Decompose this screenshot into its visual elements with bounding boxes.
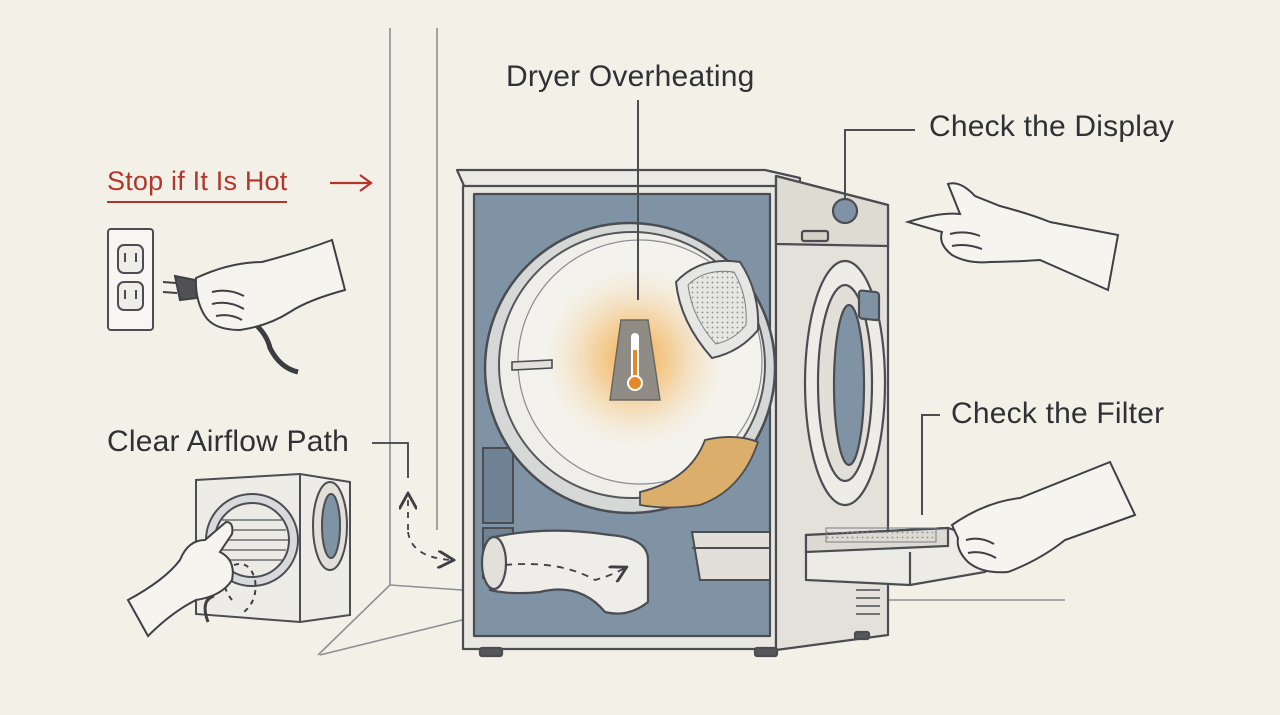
lint-filter-icon <box>804 526 987 587</box>
callout-clear-airflow: Clear Airflow Path <box>107 425 350 458</box>
filter-leader-line <box>921 414 940 515</box>
diagram-title: Dryer Overheating <box>506 60 755 93</box>
hand-unplugging <box>194 238 347 332</box>
callout-check-filter: Check the Filter <box>951 397 1165 430</box>
callout-stop-if-hot: Stop if It Is Hot <box>107 166 288 203</box>
hand-pointing <box>904 182 1120 292</box>
callout-check-display: Check the Display <box>929 110 1175 143</box>
room-lines <box>317 28 1065 656</box>
exhaust-duct <box>480 529 650 615</box>
airflow-arrows <box>372 442 452 560</box>
thermometer-icon <box>609 319 661 401</box>
wall-outlet-icon <box>107 228 154 331</box>
dryer-control-knob <box>800 197 881 322</box>
side-door <box>803 259 887 507</box>
display-leader-line <box>844 129 915 198</box>
arrow-right-icon <box>330 174 373 192</box>
hand-checking-vent <box>126 520 234 638</box>
hand-pulling-filter <box>950 460 1137 574</box>
